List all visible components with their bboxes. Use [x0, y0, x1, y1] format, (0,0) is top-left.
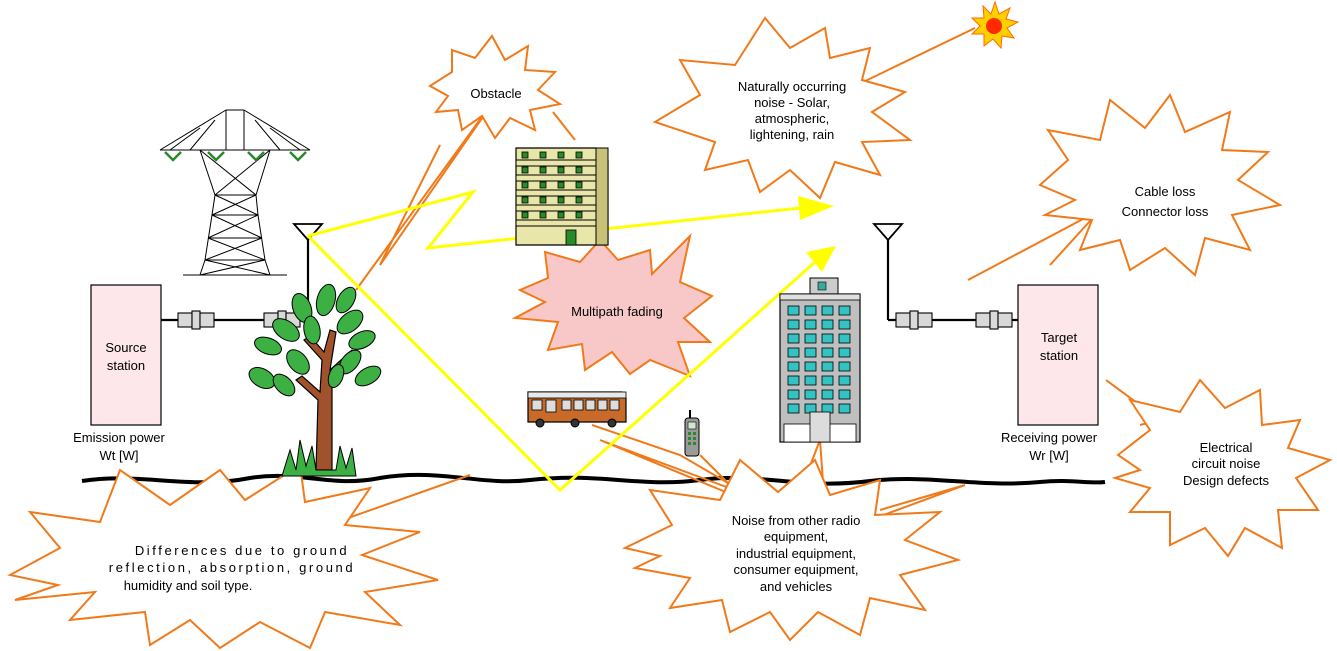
office-window — [821, 305, 834, 316]
office-window — [804, 305, 817, 316]
ground-differences-label: Differences due to ground reflection, ab… — [109, 543, 355, 593]
office-window — [838, 375, 851, 386]
office-window — [804, 347, 817, 358]
cable-loss-callout: Cable loss Connector loss — [1038, 92, 1283, 277]
ground-differences-callout: Differences due to ground reflection, ab… — [7, 463, 439, 650]
svg-text:Wr [W]: Wr [W] — [1029, 448, 1068, 463]
cordless-phone-icon — [684, 410, 700, 457]
svg-text:Differences due to ground: Differences due to ground — [135, 543, 349, 558]
ground-line — [81, 472, 1106, 486]
connector-icon — [177, 310, 215, 330]
svg-text:Naturally occurring: Naturally occurring — [738, 79, 846, 94]
transmission-tower-icon — [159, 109, 311, 276]
office-window — [838, 305, 851, 316]
multipath-fading-label: Multipath fading — [571, 304, 663, 319]
office-window — [787, 319, 800, 330]
svg-text:atmospheric,: atmospheric, — [755, 111, 829, 126]
office-window — [787, 375, 800, 386]
office-window — [821, 361, 834, 372]
office-window — [821, 333, 834, 344]
office-window — [838, 319, 851, 330]
svg-text:Noise from other radio: Noise from other radio — [732, 513, 861, 528]
apartment-building-icon — [515, 147, 609, 246]
electrical-noise-callout: Electrical circuit noise Design defects — [1111, 378, 1333, 558]
svg-text:equipment,: equipment, — [764, 529, 828, 544]
svg-text:Electrical: Electrical — [1200, 440, 1253, 455]
office-window — [804, 389, 817, 400]
direct-path-arrow — [798, 196, 834, 220]
source-antenna-icon — [292, 223, 324, 242]
svg-text:lightening, rain: lightening, rain — [750, 127, 835, 142]
signal-paths — [306, 189, 836, 493]
office-window — [821, 375, 834, 386]
office-window — [838, 347, 851, 358]
office-window — [787, 305, 800, 316]
office-window — [804, 361, 817, 372]
emission-power-label: Emission power Wt [W] — [73, 430, 165, 463]
office-window — [787, 403, 800, 414]
svg-text:noise - Solar,: noise - Solar, — [754, 95, 830, 110]
natural-noise-label: Naturally occurring noise - Solar, atmos… — [738, 79, 846, 142]
svg-text:station: station — [1040, 348, 1078, 363]
tree-icon — [248, 283, 382, 477]
obstacle-callout: Obstacle — [428, 34, 563, 140]
target-station: Target station — [1017, 284, 1099, 426]
svg-text:Design defects: Design defects — [1183, 473, 1269, 488]
electrical-noise-label: Electrical circuit noise Design defects — [1183, 440, 1269, 488]
office-window — [804, 319, 817, 330]
sun-icon — [970, 0, 1020, 50]
source-station-label: Source — [105, 340, 146, 355]
office-window — [787, 347, 800, 358]
svg-text:humidity and soil type.: humidity and soil type. — [124, 578, 253, 593]
target-feedline — [872, 223, 1018, 330]
cable-loss-label: Cable loss Connector loss — [1122, 184, 1209, 219]
radio-noise-callout: Noise from other radio equipment, indust… — [622, 458, 962, 642]
connector-icon — [895, 310, 933, 330]
svg-text:Receiving power: Receiving power — [1001, 430, 1098, 445]
svg-text:Emission power: Emission power — [73, 430, 165, 445]
radio-noise-label: Noise from other radio equipment, indust… — [732, 513, 861, 594]
office-tower-icon — [779, 277, 861, 443]
office-window — [787, 333, 800, 344]
office-window — [838, 333, 851, 344]
office-window — [838, 389, 851, 400]
obstacle-label: Obstacle — [470, 86, 521, 101]
source-station: Source station — [90, 284, 162, 426]
svg-text:industrial equipment,: industrial equipment, — [736, 546, 856, 561]
office-window — [821, 319, 834, 330]
target-station-label: Target — [1041, 330, 1078, 345]
multipath-fading-callout: Multipath fading — [511, 232, 714, 378]
svg-text:circuit noise: circuit noise — [1192, 456, 1261, 471]
svg-text:consumer equipment,: consumer equipment, — [733, 562, 858, 577]
svg-text:and vehicles: and vehicles — [760, 579, 833, 594]
office-window — [838, 361, 851, 372]
office-window — [787, 361, 800, 372]
svg-text:station: station — [107, 358, 145, 373]
office-window — [838, 403, 851, 414]
office-window — [804, 375, 817, 386]
svg-text:Wt [W]: Wt [W] — [100, 448, 139, 463]
svg-text:reflection, absorption, ground: reflection, absorption, ground — [109, 560, 355, 575]
target-antenna-icon — [872, 223, 904, 242]
svg-text:Cable loss: Cable loss — [1135, 184, 1196, 199]
reflected-path-arrow — [806, 246, 836, 272]
office-window — [821, 347, 834, 358]
bus-icon — [527, 391, 627, 428]
receiving-power-label: Receiving power Wr [W] — [1001, 430, 1098, 463]
connector-icon — [975, 310, 1013, 330]
office-window — [787, 389, 800, 400]
office-window — [804, 333, 817, 344]
office-window — [821, 389, 834, 400]
natural-noise-callout: Naturally occurring noise - Solar, atmos… — [652, 16, 913, 200]
svg-text:Connector loss: Connector loss — [1122, 204, 1209, 219]
